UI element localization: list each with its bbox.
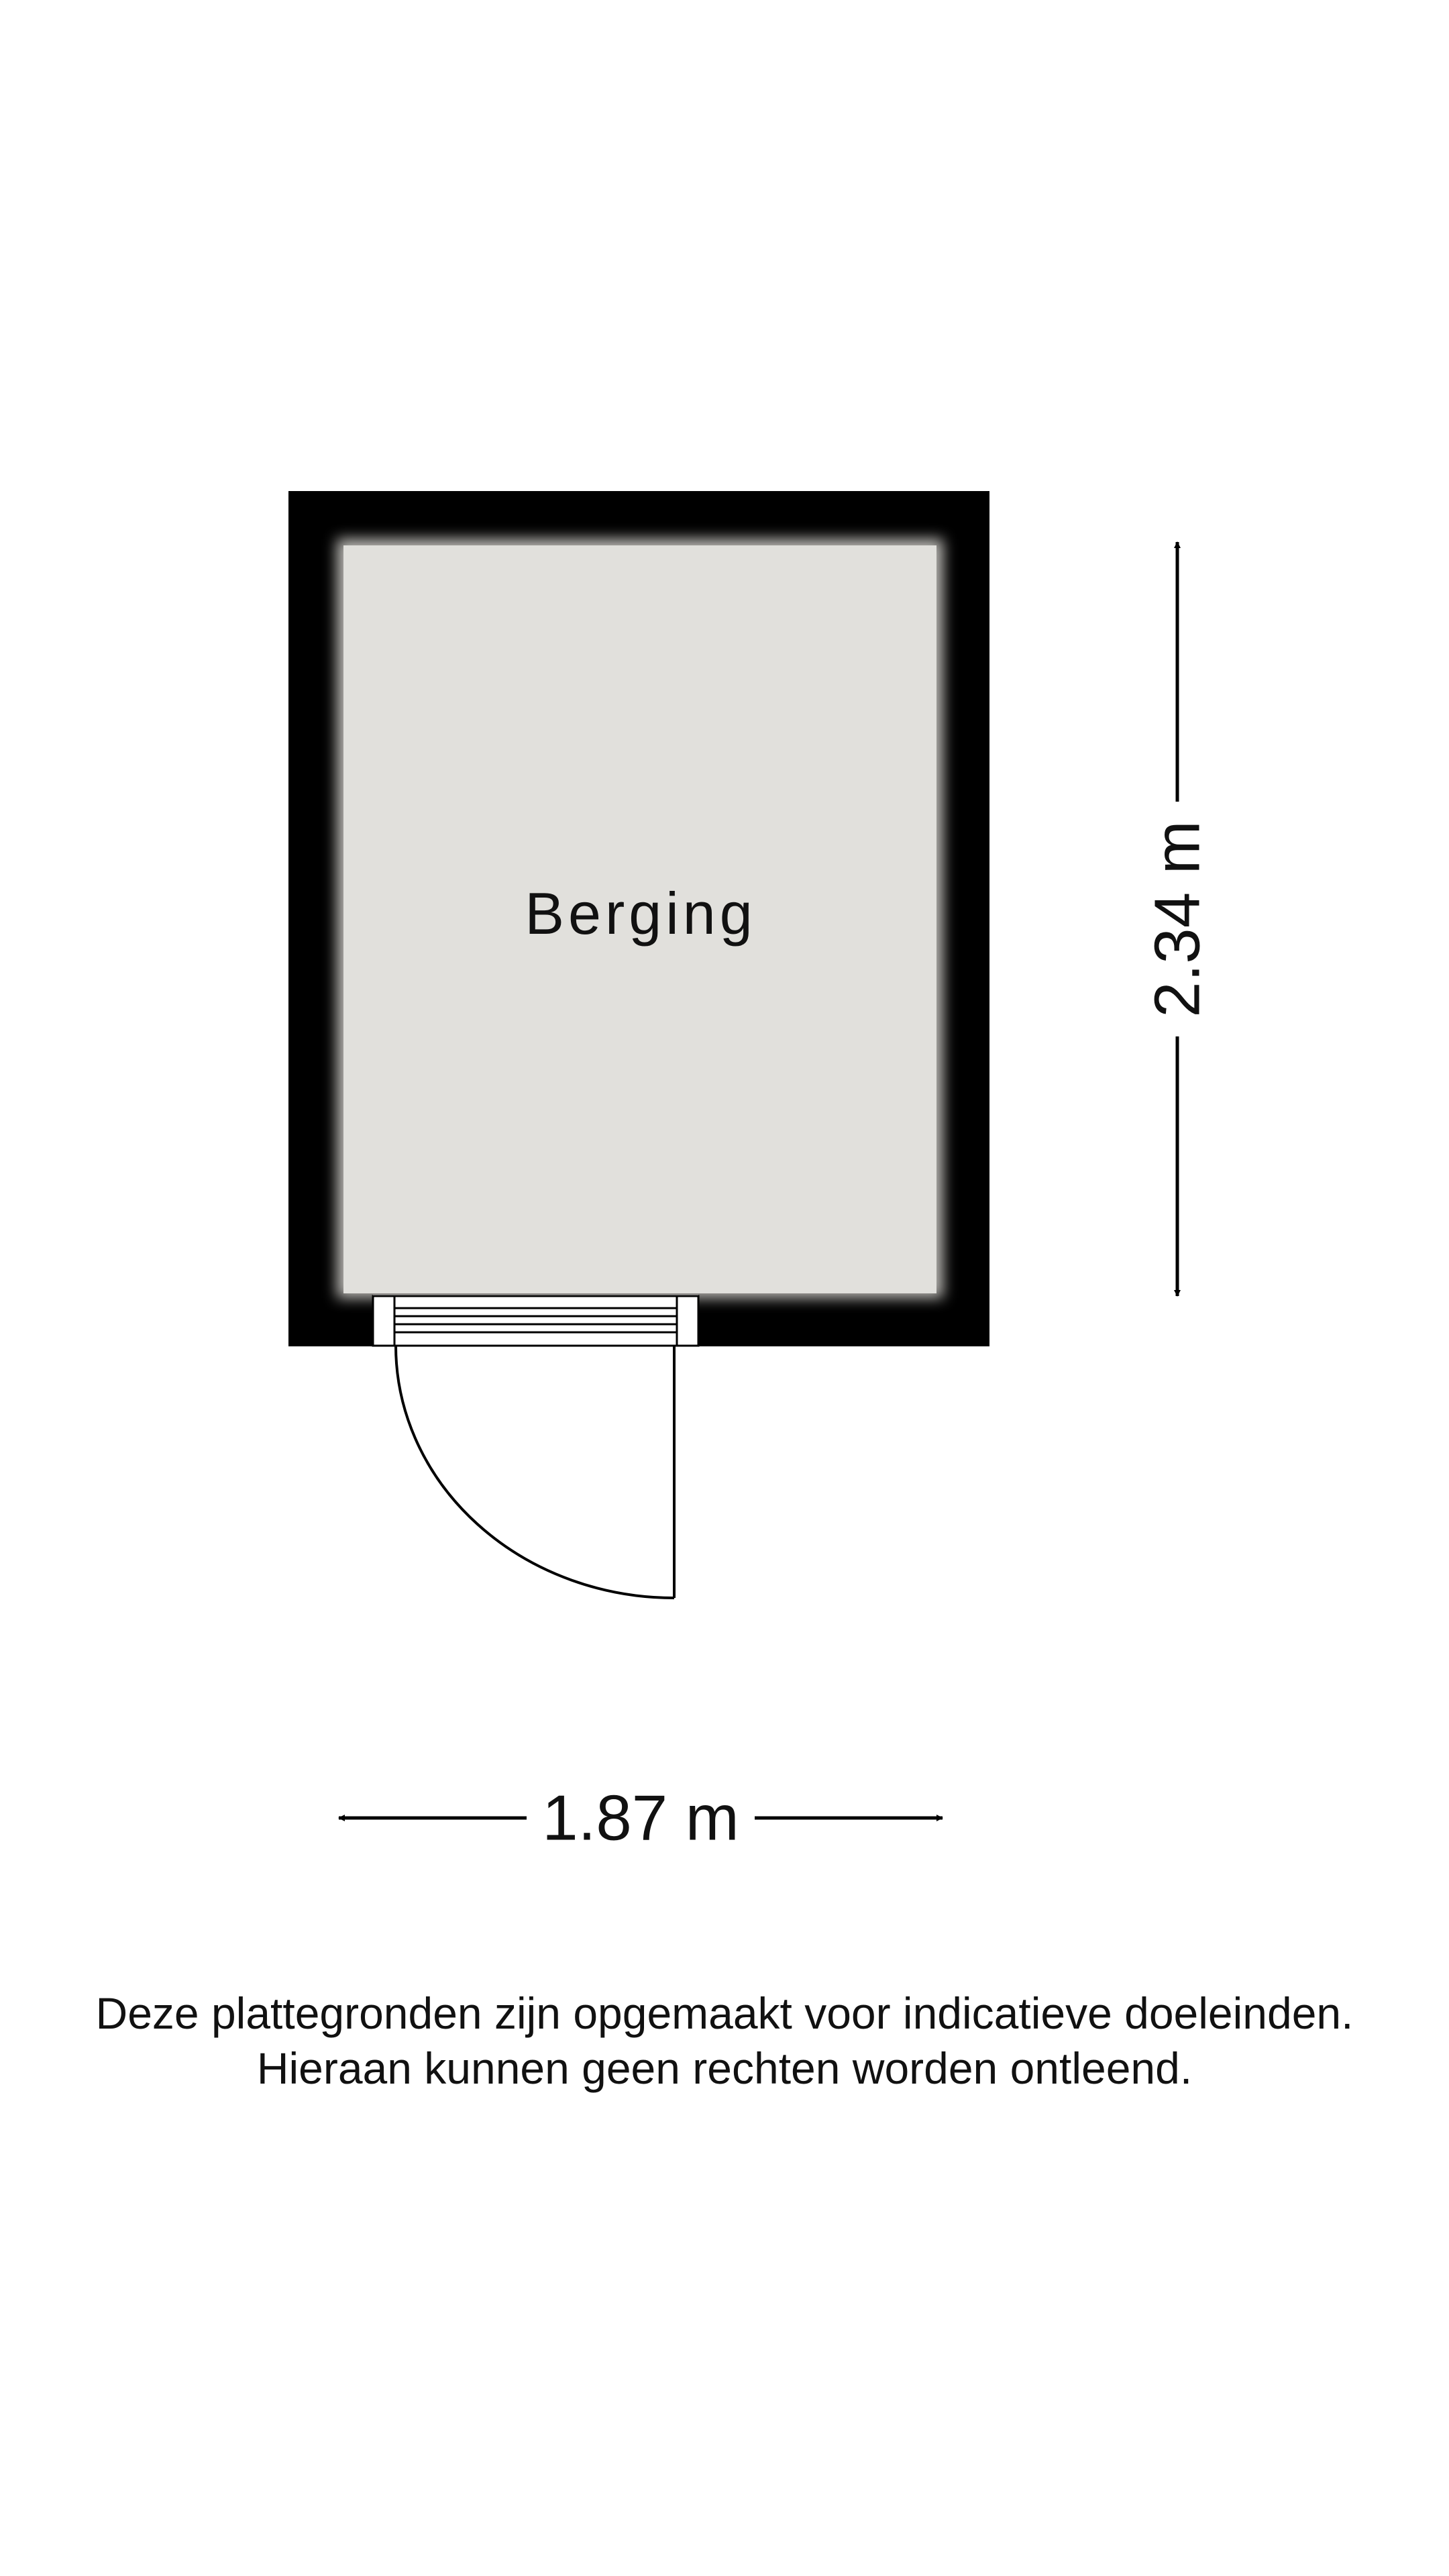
door-frame <box>372 1295 700 1347</box>
door-swing <box>394 1345 676 1599</box>
height-label: 2.34 m <box>1142 820 1214 1017</box>
disclaimer-line-2: Hieraan kunnen geen rechten worden ontle… <box>256 2043 1193 2093</box>
door-opening <box>373 1295 698 1348</box>
disclaimer: Deze plattegronden zijn opgemaakt voor i… <box>0 1986 1449 2096</box>
door-arc <box>394 1345 675 1599</box>
width-label: 1.87 m <box>542 1782 739 1854</box>
room-label: Berging <box>525 880 756 947</box>
room-floor <box>343 545 936 1293</box>
disclaimer-line-1: Deze plattegronden zijn opgemaakt voor i… <box>95 1988 1354 2038</box>
